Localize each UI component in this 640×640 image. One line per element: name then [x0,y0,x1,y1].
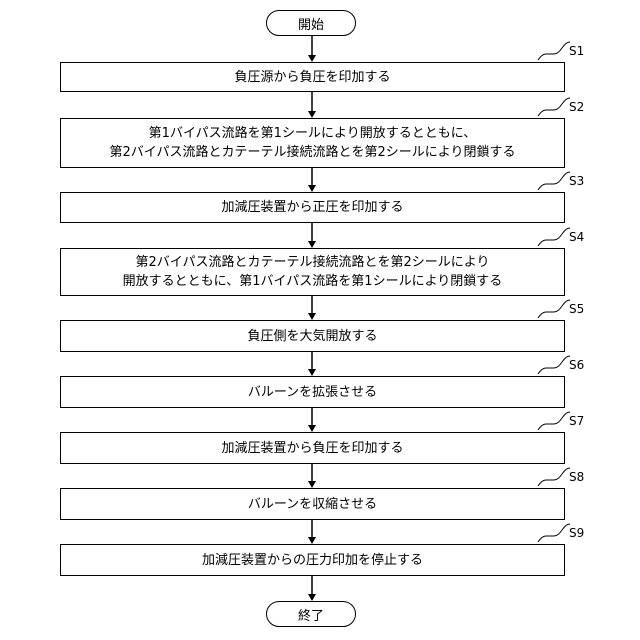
step-label-s6: S6 [569,358,584,372]
step-box-s3: 加減圧装置から正圧を印加する [60,192,565,223]
arrow-head [308,313,316,320]
step-leader-line [538,228,570,246]
step-leader-line [538,98,570,116]
arrow-head [308,369,316,376]
arrow-head [308,241,316,248]
step-box-s7: 加減圧装置から負圧を印加する [60,432,565,464]
step-text: 第2バイパス流路とカテーテル接続流路とを第2シールにより 開放するとともに、第1… [123,253,503,291]
start-label: 開始 [298,14,324,33]
step-box-s6: バルーンを拡張させる [60,376,565,408]
arrow-head [308,425,316,432]
arrow-head [308,594,316,601]
start-terminal: 開始 [266,10,356,36]
step-label-s1: S1 [569,44,584,58]
step-text: 負圧側を大気開放する [247,327,377,346]
step-text: 加減圧装置から正圧を印加する [221,198,403,217]
step-leader-line [538,42,570,60]
step-text: バルーンを拡張させる [248,383,377,402]
step-leader-line [538,524,570,542]
arrow-head [308,481,316,488]
arrow-head [308,55,316,62]
step-label-s9: S9 [569,526,584,540]
arrow-head [308,185,316,192]
step-text: バルーンを収縮させる [248,495,377,514]
step-leader-line [538,300,570,318]
step-text: 第1バイパス流路を第1シールにより開放するとともに、 第2バイパス流路とカテーテ… [109,124,515,162]
step-box-s4: 第2バイパス流路とカテーテル接続流路とを第2シールにより 開放するとともに、第1… [60,248,565,296]
step-box-s2: 第1バイパス流路を第1シールにより開放するとともに、 第2バイパス流路とカテーテ… [60,118,565,168]
end-terminal: 終了 [266,601,356,627]
step-box-s9: 加減圧装置からの圧力印加を停止する [60,544,565,576]
step-text: 負圧源から負圧を印加する [234,68,390,87]
arrow-head [308,111,316,118]
step-label-s4: S4 [569,230,584,244]
step-leader-line [538,172,570,190]
step-label-s2: S2 [569,100,584,114]
step-leader-line [538,356,570,374]
step-label-s7: S7 [569,414,584,428]
end-label: 終了 [298,605,324,624]
step-label-s3: S3 [569,174,584,188]
arrow-head [308,537,316,544]
step-label-s8: S8 [569,470,584,484]
step-box-s8: バルーンを収縮させる [60,488,565,520]
step-box-s5: 負圧側を大気開放する [60,320,565,352]
step-leader-line [538,412,570,430]
step-text: 加減圧装置から負圧を印加する [221,439,403,458]
step-text: 加減圧装置からの圧力印加を停止する [202,551,423,570]
step-leader-line [538,468,570,486]
step-label-s5: S5 [569,302,584,316]
step-box-s1: 負圧源から負圧を印加する [60,62,565,92]
